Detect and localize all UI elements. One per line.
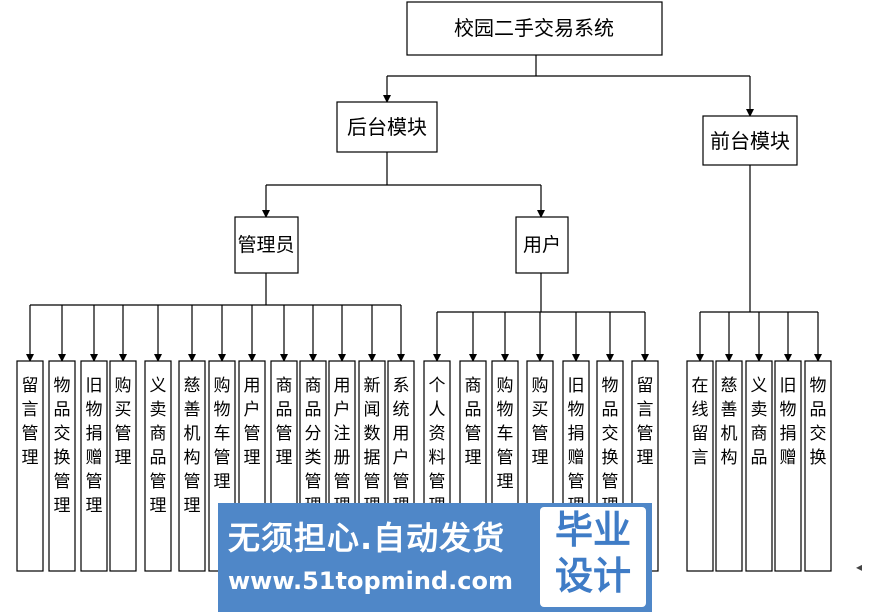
user-item-label: 购物车管理 — [497, 376, 514, 492]
admin-item-label: 用户管理 — [244, 376, 261, 468]
watermark-title: 无须担心.自动发货 — [228, 519, 506, 557]
front-item-box — [715, 360, 743, 572]
user-item-label: 个人资料管理 — [429, 376, 446, 516]
watermark-text-area: 无须担心.自动发货 www.51topmind.com — [218, 503, 536, 612]
watermark-url: www.51topmind.com — [228, 567, 513, 595]
admin-item-box — [16, 360, 44, 572]
front-item-label: 旧物捐赠 — [780, 376, 797, 468]
admin-item-label: 购物车管理 — [214, 376, 231, 492]
watermark-badge: 毕业 设计 — [540, 507, 646, 607]
admin-item-box — [80, 360, 108, 572]
user-node: 用户 — [515, 216, 569, 274]
admin-item-label: 物品交换管理 — [54, 376, 71, 516]
front-item-box — [804, 360, 832, 572]
front-item-label: 慈善机构 — [721, 376, 738, 468]
frontend-node: 前台模块 — [702, 115, 798, 166]
admin-item-label: 旧物捐赠管理 — [86, 376, 103, 516]
admin-item-label: 慈善机构管理 — [184, 376, 201, 516]
front-item-box — [686, 360, 714, 572]
watermark-badge-line1: 毕业 — [554, 508, 631, 552]
user-item-label: 留言管理 — [637, 376, 654, 468]
backend-label: 后台模块 — [347, 115, 427, 139]
admin-item-box — [144, 360, 172, 572]
frontend-label: 前台模块 — [710, 129, 790, 153]
user-item-label: 旧物捐赠管理 — [568, 376, 585, 516]
admin-item-label: 用户注册管理 — [334, 376, 351, 516]
admin-item-box — [178, 360, 206, 572]
backend-node: 后台模块 — [336, 101, 438, 153]
watermark-badge-line2: 设计 — [554, 554, 631, 598]
admin-label: 管理员 — [237, 234, 294, 256]
front-item-box — [745, 360, 773, 572]
admin-item-label: 系统用户管理 — [393, 376, 410, 516]
scroll-left-icon[interactable]: ◂ — [856, 560, 863, 574]
user-label: 用户 — [523, 234, 561, 256]
front-item-label: 在线留言 — [692, 376, 709, 468]
watermark-banner: 无须担心.自动发货 www.51topmind.com 毕业 设计 — [218, 503, 652, 612]
admin-item-label: 留言管理 — [22, 376, 39, 468]
admin-node: 管理员 — [234, 216, 299, 274]
front-item-label: 义卖商品 — [751, 376, 768, 468]
admin-item-label: 商品管理 — [276, 376, 293, 468]
admin-item-box — [48, 360, 76, 572]
root-label: 校园二手交易系统 — [454, 16, 614, 40]
root-node: 校园二手交易系统 — [406, 1, 663, 56]
user-item-label: 物品交换管理 — [602, 376, 619, 516]
user-item-label: 商品管理 — [465, 376, 482, 468]
admin-item-box — [109, 360, 137, 572]
front-item-box — [774, 360, 802, 572]
user-item-label: 购买管理 — [532, 376, 549, 468]
connectors — [30, 55, 818, 313]
admin-item-label: 购买管理 — [115, 376, 132, 468]
front-item-label: 物品交换 — [810, 376, 827, 468]
admin-item-label: 义卖商品管理 — [150, 376, 167, 516]
